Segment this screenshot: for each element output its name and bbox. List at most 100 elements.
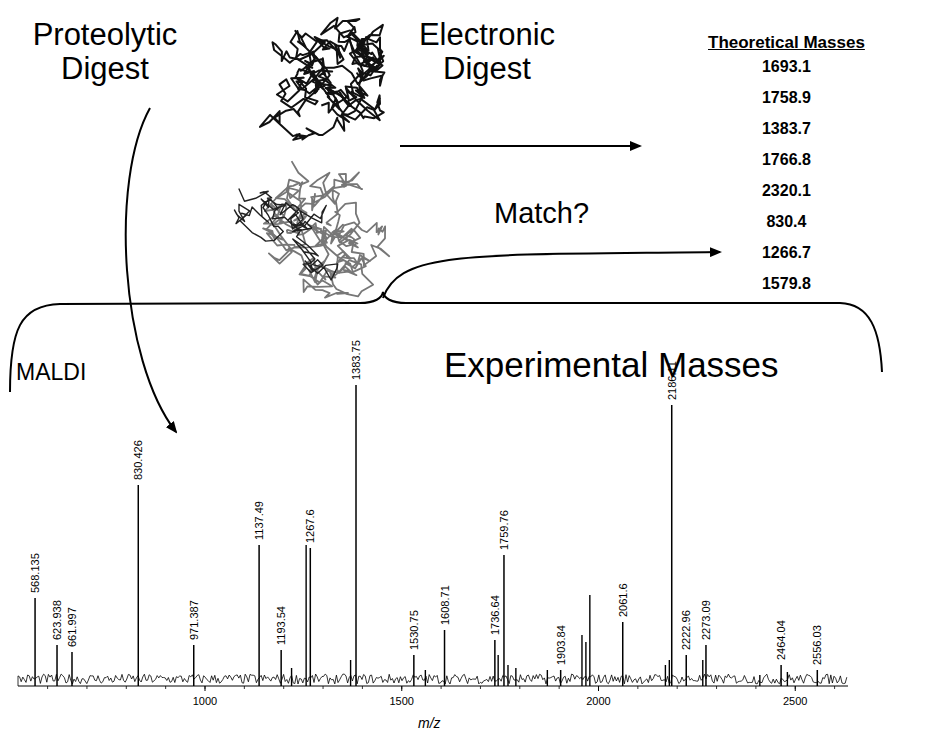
minor-tick (559, 686, 560, 689)
minor-tick (677, 686, 678, 689)
tick-label: 1500 (390, 695, 414, 707)
peak-label: 830.426 (132, 440, 144, 480)
theoretical-mass: 1383.7 (762, 120, 811, 138)
peak-label: 971.387 (188, 600, 200, 640)
peak (497, 655, 498, 686)
minor-tick (716, 686, 717, 689)
minor-tick (401, 686, 402, 689)
minor-tick (205, 686, 206, 689)
peak-label: 1137.49 (253, 501, 265, 540)
peak (560, 670, 562, 686)
peak (515, 668, 516, 686)
peak-label: 2556.03 (811, 625, 823, 665)
peak-label: 568.135 (29, 553, 41, 593)
peak-label: 1530.75 (408, 610, 420, 650)
theoretical-mass: 1693.1 (762, 58, 811, 76)
theoretical-mass: 2320.1 (762, 182, 811, 200)
peak-label: 1736.64 (489, 595, 501, 635)
minor-tick (834, 686, 835, 689)
peak (355, 385, 357, 686)
peak-label: 1903.84 (555, 625, 567, 665)
peak (702, 660, 703, 686)
peak-label: 2061.6 (617, 583, 629, 617)
theoretical-mass: 1579.8 (762, 275, 811, 293)
peak (34, 598, 36, 686)
peak (444, 630, 446, 686)
baseline-noise (18, 674, 847, 686)
tick (205, 686, 206, 691)
peak (425, 670, 426, 686)
tick-label: 2000 (586, 695, 610, 707)
peak-label: 661.997 (66, 607, 78, 647)
peak (503, 555, 505, 686)
peak (507, 665, 508, 686)
minor-tick (755, 686, 756, 689)
peak (494, 640, 496, 686)
minor-tick (637, 686, 638, 689)
minor-tick (165, 686, 166, 689)
peak (671, 405, 673, 686)
peak (787, 672, 788, 686)
peak-label: 2222.96 (680, 610, 692, 650)
peak (585, 642, 586, 686)
bracket (10, 292, 882, 392)
section-heading: Experimental Masses (444, 346, 779, 385)
minor-tick (86, 686, 87, 689)
peak (817, 670, 819, 686)
tick-label: 2500 (783, 695, 807, 707)
match-arrow (383, 252, 720, 298)
peak (413, 655, 415, 686)
spectrum (18, 385, 847, 686)
minor-tick (244, 686, 245, 689)
digest-arrow (126, 108, 176, 432)
peak (705, 645, 707, 686)
theoretical-mass: 1766.8 (762, 151, 811, 169)
peak-label: 623.938 (51, 600, 63, 640)
electronic-arrow (400, 145, 640, 147)
tick (795, 686, 796, 691)
peak (71, 652, 73, 686)
peak-label: 2186.11 (666, 361, 678, 400)
list-heading: Theoretical Masses (708, 34, 865, 53)
peak-label: 1267.6 (304, 509, 316, 543)
peak (138, 485, 140, 686)
minor-tick (323, 686, 324, 689)
peak (589, 595, 590, 686)
minor-tick (47, 686, 48, 689)
peak (280, 650, 282, 686)
theoretical-mass: 1266.7 (762, 244, 811, 262)
peak (669, 660, 670, 686)
peak (622, 622, 624, 686)
peak (305, 545, 306, 686)
peak (193, 645, 195, 686)
minor-tick (126, 686, 127, 689)
tick-label: 1000 (193, 695, 217, 707)
theoretical-mass: 830.4 (766, 213, 806, 231)
peak (759, 675, 760, 686)
peak (665, 665, 666, 686)
tick (401, 686, 402, 691)
axis-title: m/z (418, 716, 441, 731)
peak (581, 635, 582, 686)
x-axis (18, 686, 848, 687)
minor-tick (283, 686, 284, 689)
tick (598, 686, 599, 691)
minor-tick (795, 686, 796, 689)
minor-tick (519, 686, 520, 689)
ribbon-strand (235, 189, 313, 242)
minor-tick (362, 686, 363, 689)
theoretical-mass: 1758.9 (762, 89, 811, 107)
method-label: MALDI (16, 360, 86, 385)
protein-structure (235, 18, 390, 298)
minor-tick (598, 686, 599, 689)
peak-label: 1608.71 (438, 585, 450, 625)
peak-label: 1759.76 (498, 510, 510, 550)
peak (685, 655, 687, 686)
peak-label: 2464.04 (775, 620, 787, 660)
peak (780, 665, 782, 686)
minor-tick (441, 686, 442, 689)
axis-ticks (48, 686, 835, 691)
peak (291, 668, 292, 686)
step-label: Proteolytic Digest (10, 18, 200, 86)
peak (310, 548, 312, 686)
